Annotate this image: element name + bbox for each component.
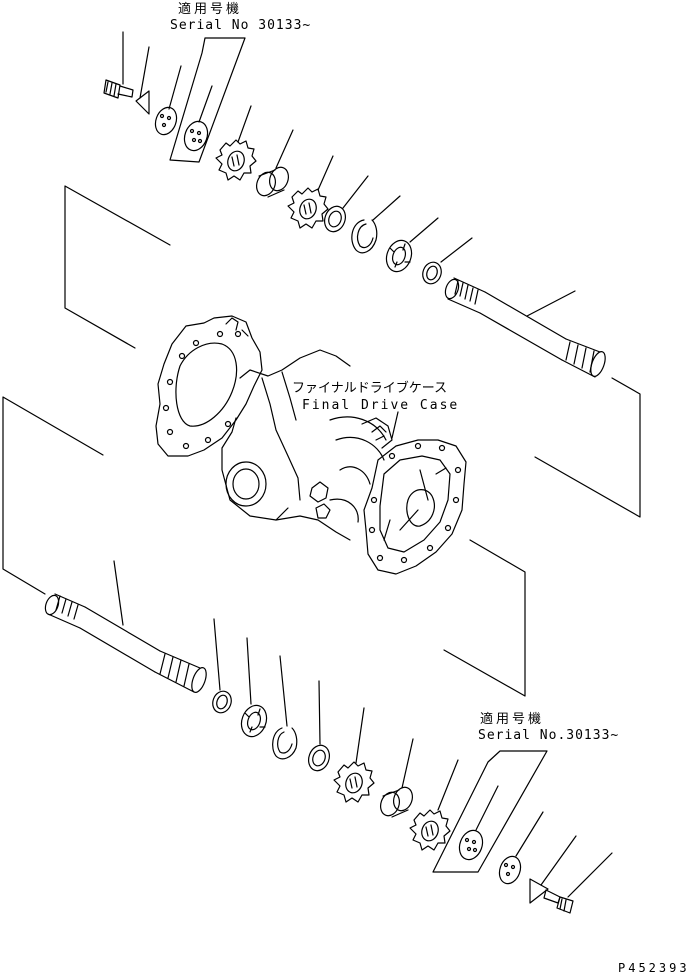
bottom-serial-bracket	[432, 750, 548, 873]
bottom-serial-label: Serial No.30133~	[478, 728, 620, 743]
top-plate-2-leader	[198, 85, 213, 123]
bottom-snap-ring	[272, 727, 298, 760]
bottom-plate-1-leader	[475, 785, 499, 831]
case-label-jp: ファイナルドライブケース	[292, 381, 448, 396]
bottom-bearing	[240, 704, 268, 738]
bottom-bearing-race-leader	[318, 680, 321, 745]
top-sprocket-1-leader	[237, 105, 252, 143]
top-snap-ring	[351, 219, 378, 254]
bottom-sprocket-1-leader	[355, 707, 365, 764]
bottom-cone-leader	[540, 835, 577, 886]
bottom-plate-1	[458, 829, 484, 861]
top-bearing-leader	[409, 217, 439, 243]
top-left-phantom-line	[64, 185, 171, 349]
top-collar	[255, 166, 290, 198]
bottom-left-phantom-line	[2, 396, 104, 595]
top-applicable-label: 適用号機	[178, 2, 243, 17]
bottom-seal-leader	[213, 618, 221, 691]
bottom-right-phantom-line	[443, 539, 526, 697]
top-sprocket-2-leader	[317, 155, 334, 191]
bottom-sprocket-2	[409, 809, 451, 851]
top-cone-part	[135, 90, 150, 115]
top-seal	[422, 261, 442, 285]
bottom-plate-2	[498, 855, 522, 885]
top-bearing-race-leader	[342, 175, 369, 209]
bottom-cone-part	[529, 878, 549, 904]
top-sprocket-1	[215, 139, 257, 181]
bottom-sprocket-2-leader	[437, 759, 459, 811]
bottom-collar	[379, 786, 414, 818]
top-snap-ring-leader	[372, 195, 401, 221]
bottom-shaft-leader	[113, 560, 124, 626]
case-label-en: Final Drive Case	[302, 398, 460, 413]
bottom-snap-ring-leader	[279, 655, 288, 727]
top-shaft	[444, 277, 606, 378]
top-serial-label: Serial No 30133~	[170, 18, 312, 33]
final-drive-case	[155, 315, 467, 575]
drawing-code: P452393	[618, 961, 690, 975]
top-shaft-leader	[526, 290, 576, 317]
bottom-sprocket-1	[333, 761, 375, 803]
bottom-bolt	[543, 889, 574, 914]
top-sprocket-2	[287, 187, 329, 229]
bottom-bearing-leader	[246, 637, 252, 705]
bottom-plate-2-leader	[515, 811, 544, 857]
case-label-leader	[391, 411, 399, 439]
top-right-phantom-line	[534, 377, 641, 518]
top-collar-leader	[275, 129, 294, 169]
bottom-bearing-race	[308, 744, 330, 772]
bottom-seal	[212, 690, 232, 714]
bottom-shaft	[44, 593, 207, 693]
top-plate-1-leader	[168, 65, 182, 110]
top-cone-leader	[139, 46, 150, 99]
top-plate-1	[154, 106, 178, 136]
top-plate-2	[183, 120, 209, 152]
bottom-bolt-leader	[567, 852, 613, 898]
top-bearing	[385, 239, 413, 273]
top-seal-leader	[440, 237, 473, 263]
top-bolt	[103, 79, 134, 99]
bottom-applicable-label: 適用号機	[480, 712, 545, 727]
bottom-collar-leader	[401, 738, 414, 789]
top-serial-bracket	[169, 37, 246, 163]
top-bearing-race	[324, 205, 346, 233]
